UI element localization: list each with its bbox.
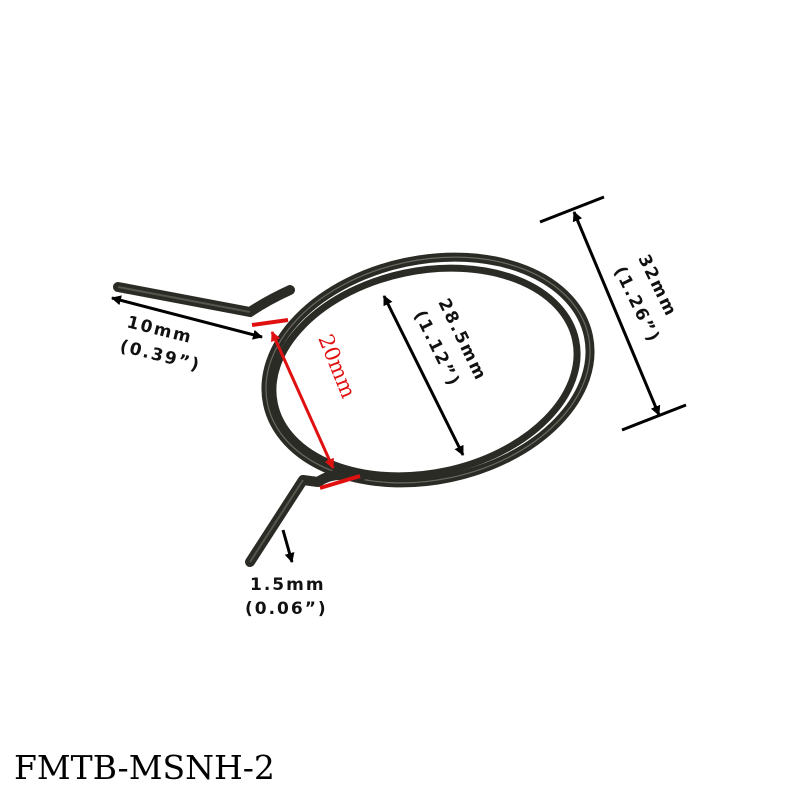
lower-spring-leg	[245, 469, 365, 567]
inner-diameter-line	[382, 295, 465, 456]
upper-spring-leg	[113, 282, 295, 318]
inner-diameter-dimension: 28.5mm (1.12”)	[382, 295, 491, 456]
outer-diameter-line	[572, 211, 661, 416]
product-code: FMTB-MSNH-2	[14, 748, 275, 787]
wire-diameter-metric: 1.5mm	[250, 575, 326, 595]
wire-diameter-dimension: 1.5mm (0.06”)	[245, 529, 328, 619]
leg-length-line	[111, 295, 263, 340]
torsion-spring	[113, 252, 595, 567]
wire-diameter-imperial: (0.06”)	[245, 599, 328, 619]
leg-gap-label: 20mm	[313, 331, 360, 402]
leg-gap-line	[270, 331, 335, 469]
wire-diameter-arrow	[281, 529, 295, 563]
